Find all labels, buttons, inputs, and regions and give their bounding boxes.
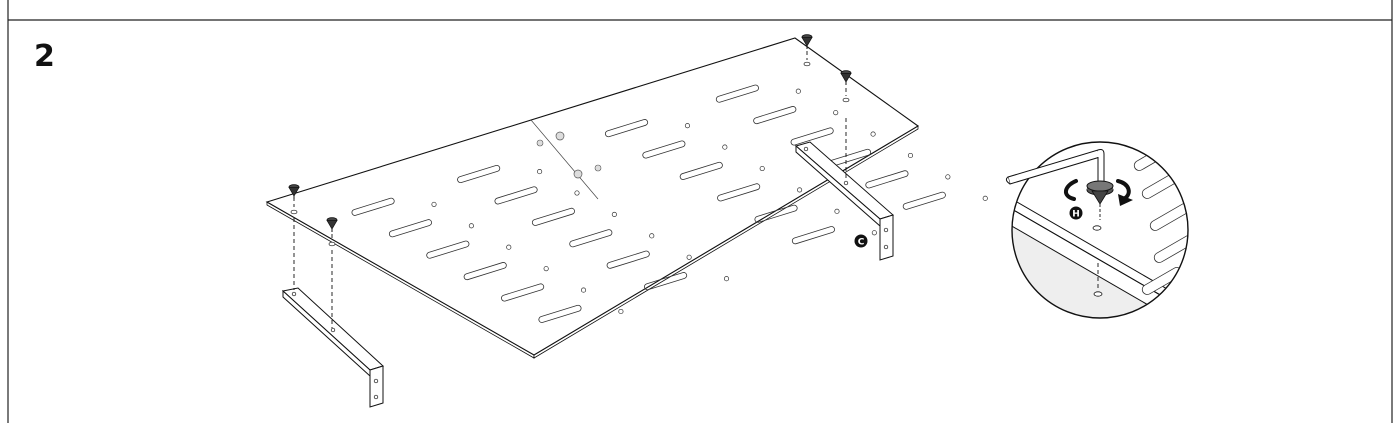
panel-hole xyxy=(945,174,951,180)
panel-hole xyxy=(684,123,691,129)
panel-hole xyxy=(723,276,730,282)
part-label-c: C xyxy=(858,238,865,248)
panel-slot xyxy=(753,106,797,125)
panel-hole xyxy=(618,308,624,315)
panel-slot xyxy=(501,283,545,302)
panel-slot xyxy=(791,226,835,245)
panel-slot xyxy=(865,170,909,189)
part-badge-h: H xyxy=(1069,206,1083,220)
perforated-shelf-panel xyxy=(265,37,988,359)
screws xyxy=(288,34,852,232)
magnified-detail-view: H xyxy=(1005,141,1189,319)
screw-icon xyxy=(840,70,852,85)
right-bracket xyxy=(794,141,895,261)
panel-slot xyxy=(538,304,582,323)
panel-hole xyxy=(834,208,840,214)
panel-slot xyxy=(642,140,686,159)
panel-slot xyxy=(457,164,501,184)
panel-slot xyxy=(494,186,538,205)
panel-slot xyxy=(754,204,798,223)
screw-icon xyxy=(288,184,300,199)
panel-slot xyxy=(388,219,433,238)
panel-hole xyxy=(870,131,876,137)
panel-slot xyxy=(644,272,688,291)
panel-slot xyxy=(715,84,759,103)
panel-slot xyxy=(717,183,761,202)
screw-h-detail xyxy=(1086,180,1114,220)
panel-hole xyxy=(574,190,580,196)
panel-hole xyxy=(722,144,728,150)
screw-icon xyxy=(801,34,813,49)
detail-circle-outline xyxy=(1011,141,1189,319)
panel-hole xyxy=(649,233,655,239)
panel-slot xyxy=(679,161,723,180)
panel-hole xyxy=(537,169,543,175)
rotate-clockwise-icon xyxy=(1064,179,1133,206)
panel-slot xyxy=(902,191,946,210)
screw-holes xyxy=(290,61,850,247)
panel-hole xyxy=(543,266,549,272)
panel-slot xyxy=(569,229,613,248)
panel-hole xyxy=(797,187,803,193)
panel-hole xyxy=(759,165,765,172)
panel-slot xyxy=(463,262,507,281)
panel-hole xyxy=(907,152,914,159)
panel-slot xyxy=(606,250,650,269)
panel-hole xyxy=(580,287,587,293)
part-badge-c: C xyxy=(854,234,868,248)
panel-slot xyxy=(531,207,575,226)
panel-hole xyxy=(833,110,839,116)
panel-hole xyxy=(468,223,474,229)
panel-hole xyxy=(611,211,617,217)
panel-slot xyxy=(426,240,470,259)
panel-hole xyxy=(982,195,988,201)
panel-hole xyxy=(686,254,692,260)
panel-hole xyxy=(431,201,437,207)
panel-slot xyxy=(351,197,395,216)
panel-hole xyxy=(871,230,877,236)
panel-hole xyxy=(795,88,801,94)
panel-hole xyxy=(506,244,512,250)
panel-slot xyxy=(604,119,649,138)
screw-icon xyxy=(326,217,338,232)
left-bracket xyxy=(281,287,384,408)
panel-slot xyxy=(790,127,834,146)
part-label-h: H xyxy=(1072,210,1080,220)
step-number: 2 xyxy=(34,39,55,74)
